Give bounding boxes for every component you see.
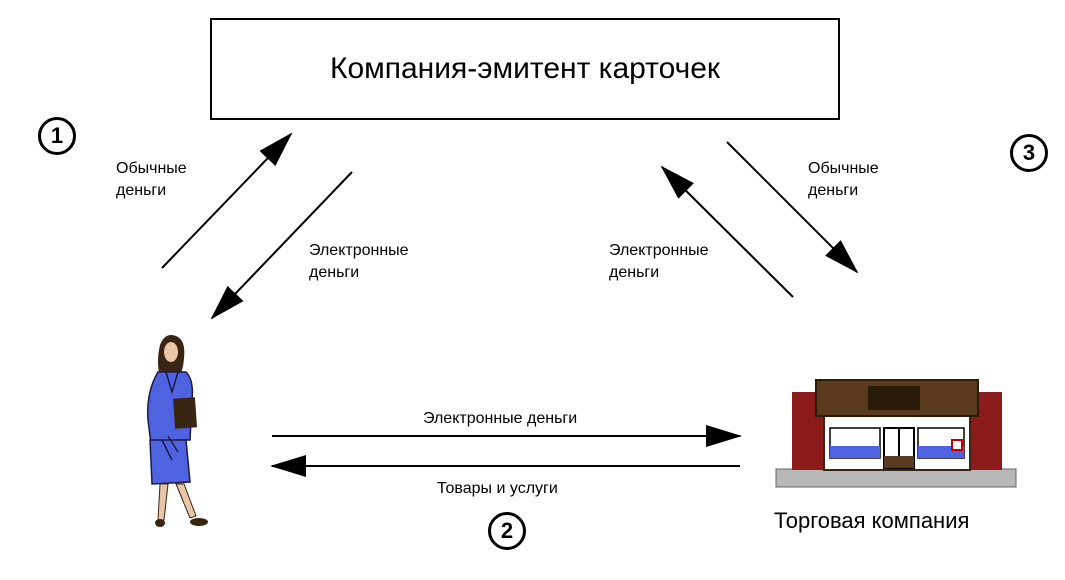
arrow-customer-to-issuer [161,132,293,269]
arrow-merchant-to-issuer [660,165,794,298]
step-badge-1: 1 [38,117,76,155]
flow2-goods-services-label: Товары и услуги [437,480,558,497]
issuer-box: Компания-эмитент карточек [210,18,840,120]
flow1-electronic-money-label: Электронные деньги [309,242,409,281]
flow3-regular-money-label: Обычные деньги [808,160,879,199]
customer-folder [172,397,198,429]
flow1-regular-money-label: Обычные деньги [116,160,187,199]
flow2-electronic-money-label: Электронные деньги [423,410,578,427]
arrow-issuer-to-customer [210,171,353,320]
issuer-title: Компания-эмитент карточек [329,52,721,85]
step-badge-2: 2 [488,512,526,550]
flow3-electronic-money-label: Электронные деньги [609,242,709,281]
merchant-label: Торговая компания [774,508,970,533]
arrow-issuer-to-merchant [726,141,859,274]
customer-skirt [149,439,191,485]
customer-face [164,342,178,362]
step-badge-3: 3 [1010,134,1048,172]
shop-base [775,468,1017,488]
